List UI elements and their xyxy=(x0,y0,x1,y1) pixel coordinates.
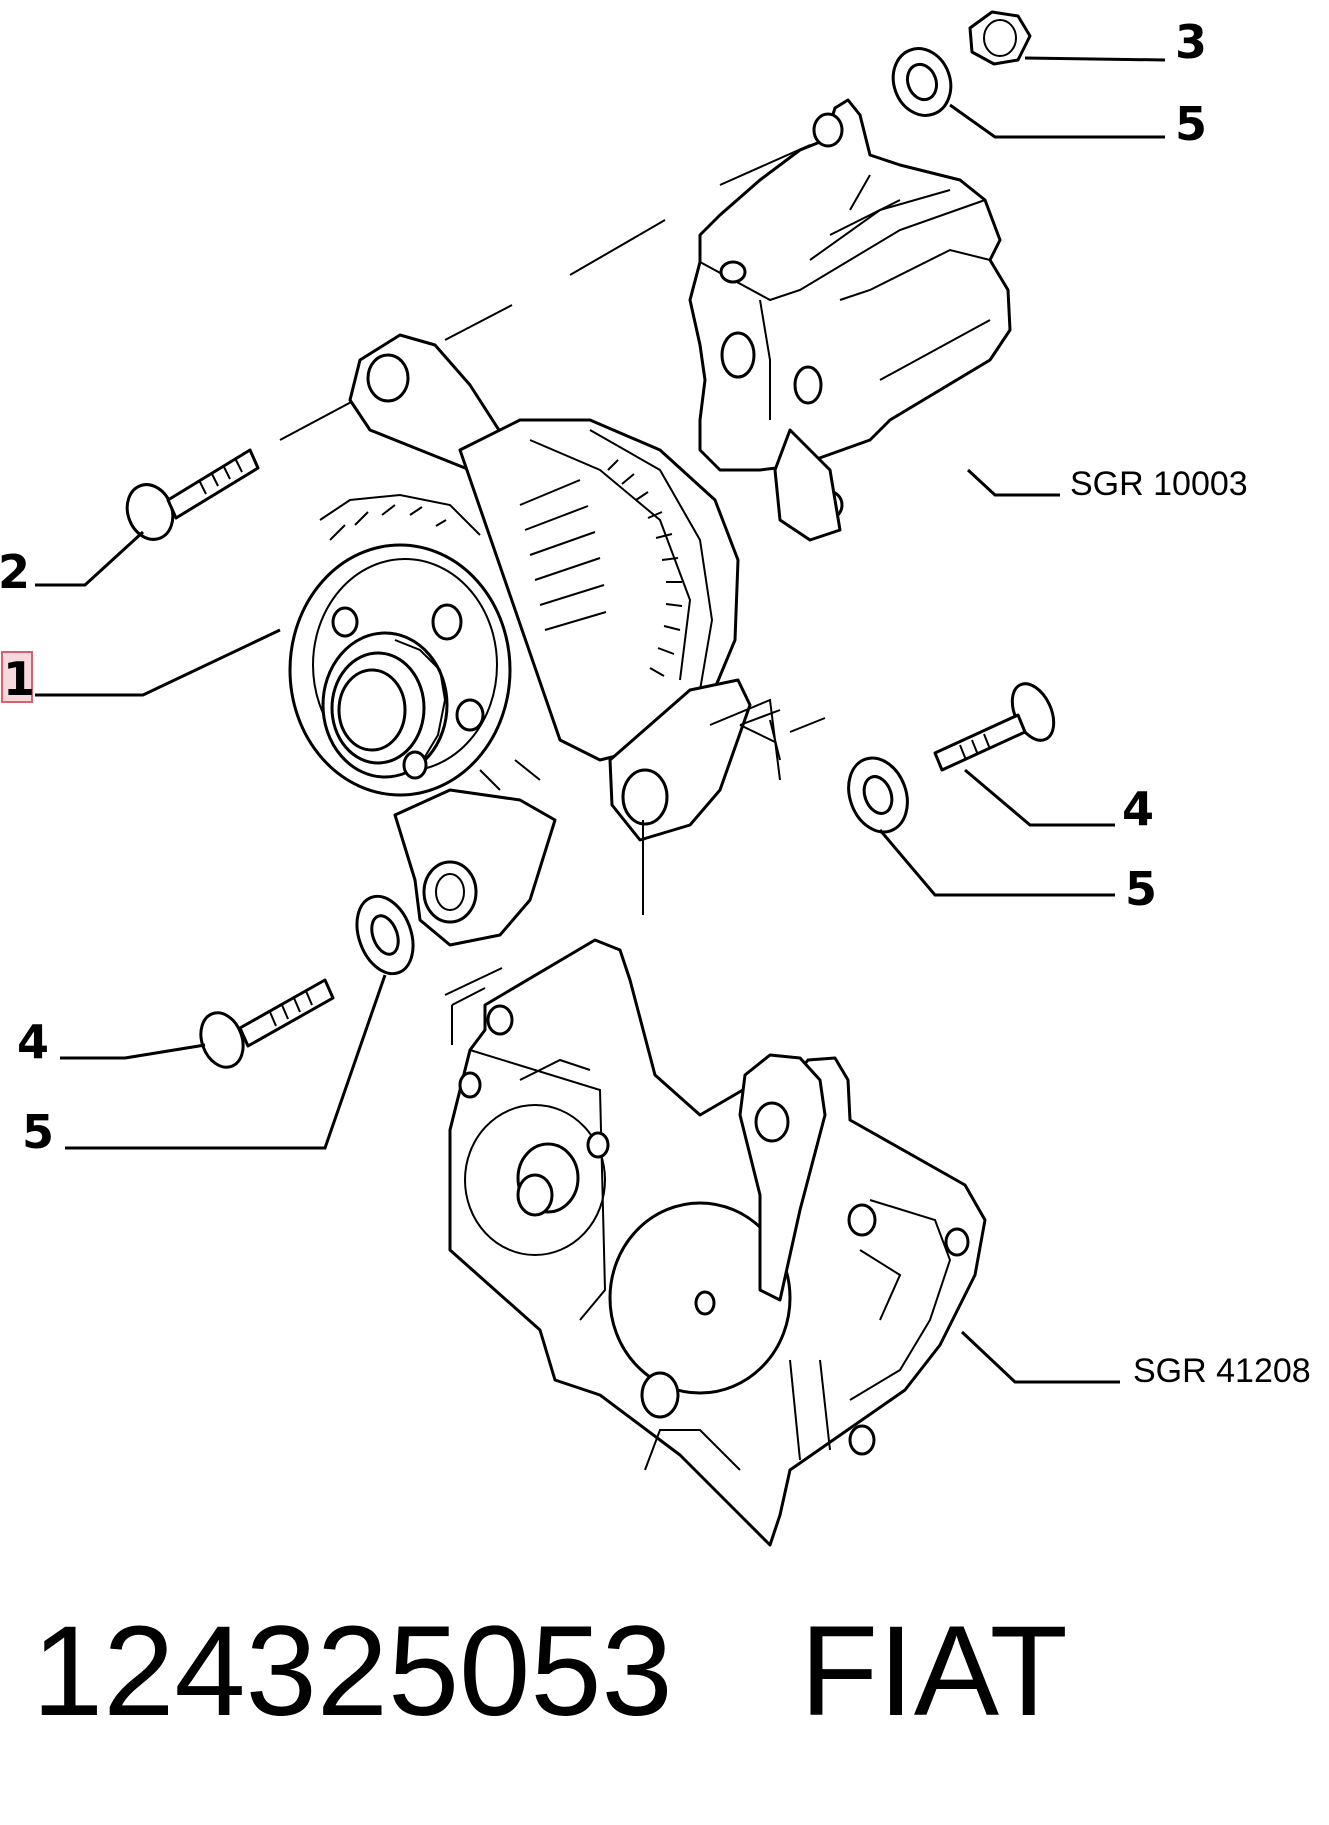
callout-4-right: 4 xyxy=(1122,782,1154,836)
ref-sgr-10003: SGR 10003 xyxy=(1070,465,1248,503)
upper-bracket xyxy=(688,98,1012,542)
washer-5-right xyxy=(847,756,909,834)
callout-1[interactable]: 1 xyxy=(3,652,35,706)
ref-sgr-41208: SGR 41208 xyxy=(1133,1352,1311,1390)
alternator xyxy=(288,333,752,947)
part-number: 124325053 xyxy=(32,1600,673,1743)
washer-5-top xyxy=(891,47,953,117)
leader-5-left xyxy=(65,974,387,1150)
washer-5-left xyxy=(355,894,415,976)
leader-sgr41208 xyxy=(960,1330,1120,1384)
callout-5-top: 5 xyxy=(1175,97,1207,151)
leader-5-right xyxy=(878,829,1115,897)
callout-5-left: 5 xyxy=(22,1105,54,1159)
brand-name: FIAT xyxy=(800,1600,1068,1743)
nut-3 xyxy=(968,10,1032,66)
callout-3: 3 xyxy=(1175,15,1207,69)
leader-3 xyxy=(1024,56,1166,62)
bolt-4-left xyxy=(199,978,335,1069)
leader-1 xyxy=(35,628,281,697)
callout-2: 2 xyxy=(0,545,30,599)
bolt-2 xyxy=(125,448,260,541)
callout-5-right: 5 xyxy=(1125,862,1157,916)
leader-5-top xyxy=(949,103,1165,139)
bolt-4-right xyxy=(933,682,1056,772)
leader-4-right xyxy=(964,768,1115,827)
lower-bracket xyxy=(448,938,987,1547)
callout-4-left: 4 xyxy=(17,1015,49,1069)
leader-2 xyxy=(35,530,145,587)
leader-sgr10003 xyxy=(966,468,1060,497)
highlight-box xyxy=(1,651,33,703)
leader-4-left xyxy=(60,1043,206,1060)
